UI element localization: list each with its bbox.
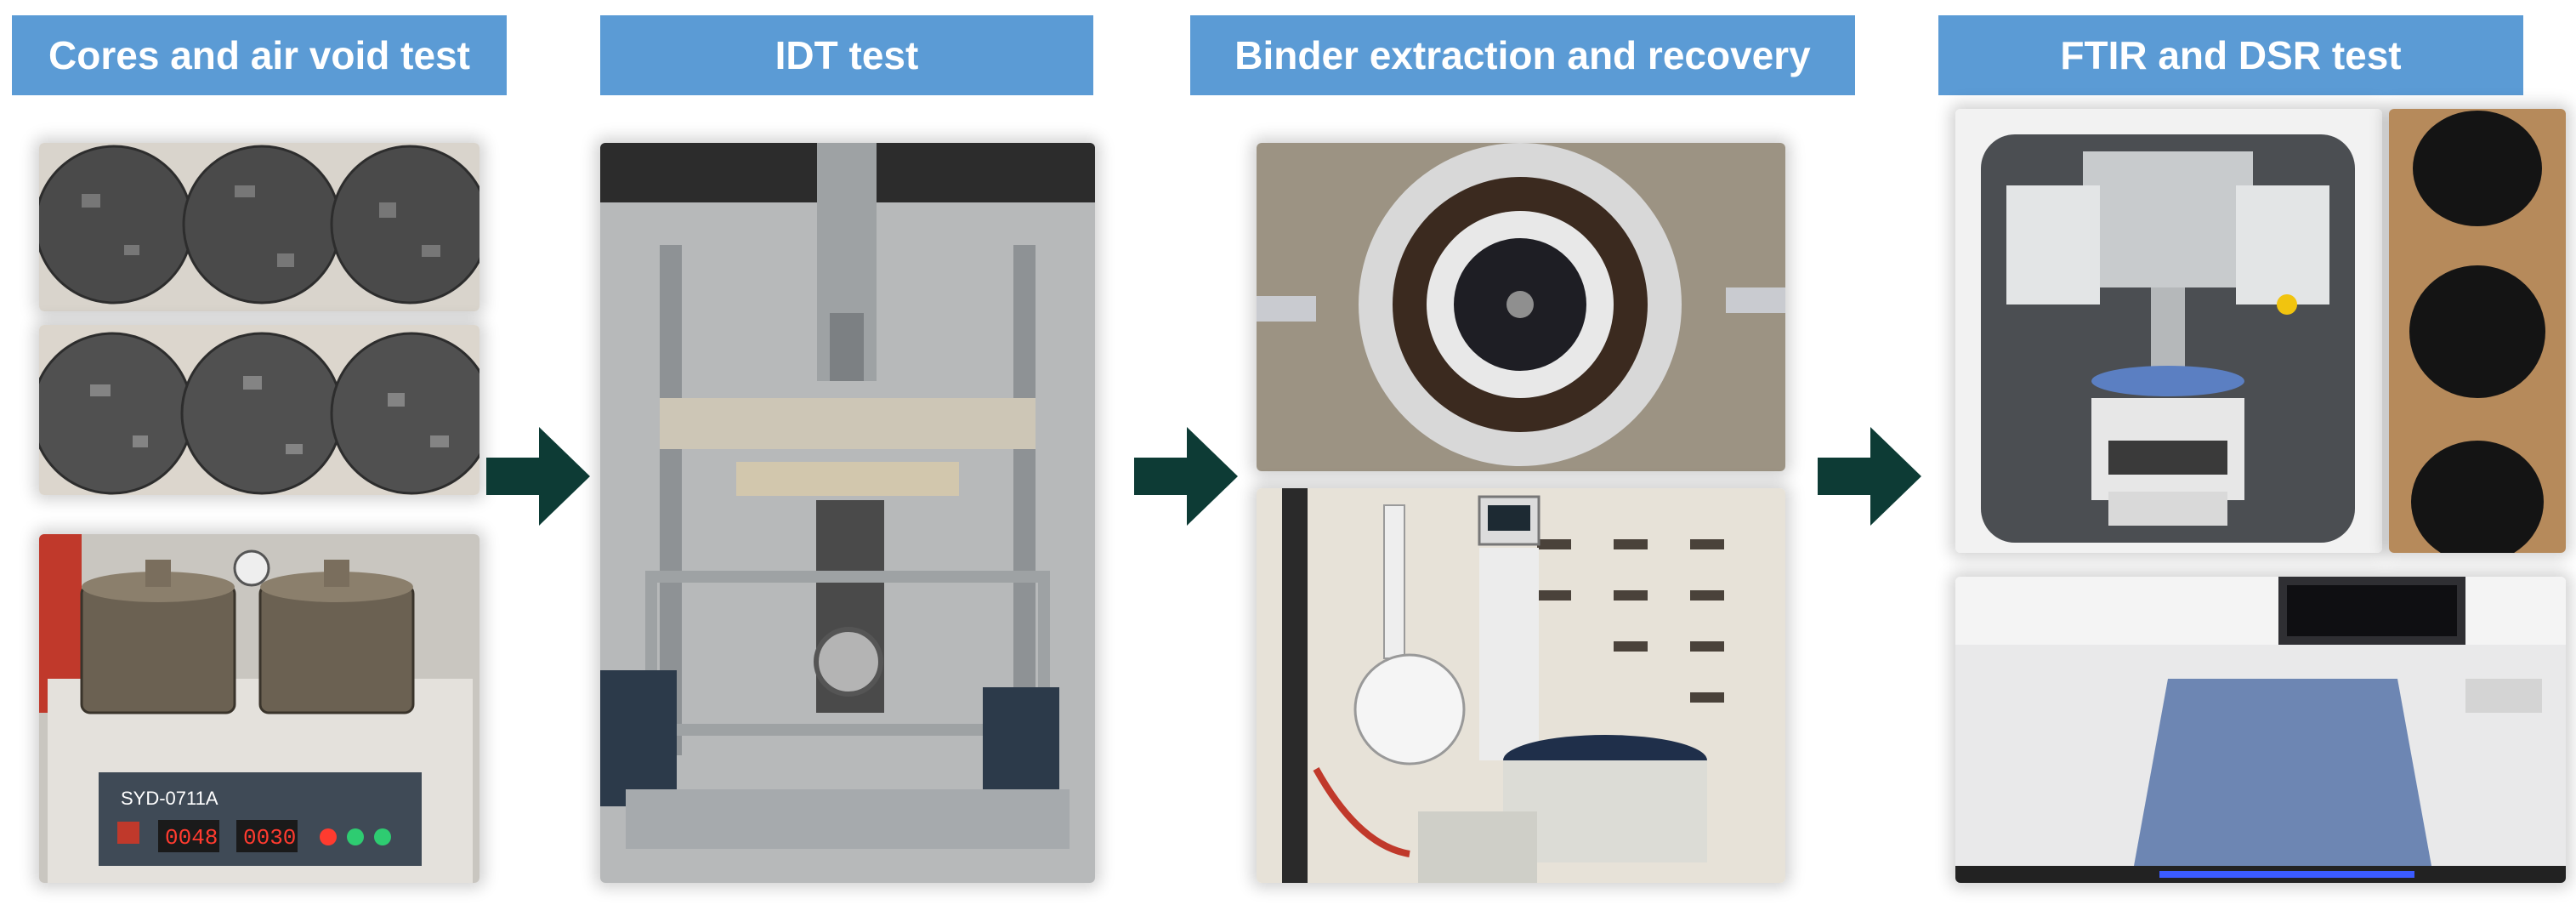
- photo-centrifuge-extractor: [1257, 143, 1785, 471]
- right-arrow-icon: [1134, 427, 1238, 526]
- right-arrow-icon: [486, 427, 590, 526]
- photo-asphalt-cores-bottom: [39, 325, 479, 495]
- stage-title-idt: IDT test: [600, 15, 1093, 95]
- photo-idt-loading-frame: [600, 143, 1095, 883]
- photo-asphalt-cores-top: [39, 143, 479, 311]
- display-left-readout: 0048: [165, 825, 218, 851]
- stage-title-binder: Binder extraction and recovery: [1190, 15, 1855, 95]
- photo-rotary-evaporator: [1257, 488, 1785, 883]
- photo-ftir-spectrometer: [1955, 577, 2566, 883]
- right-arrow-icon: [1818, 427, 1921, 526]
- display-right-readout: 0030: [243, 825, 296, 851]
- photo-dsr-rheometer: [1955, 109, 2382, 553]
- stage-title-cores: Cores and air void test: [12, 15, 507, 95]
- photo-vacuum-sealer: SYD-0711A 0048 0030: [39, 534, 479, 883]
- photo-binder-samples: [2389, 109, 2566, 553]
- stage-title-ftir-dsr: FTIR and DSR test: [1938, 15, 2523, 95]
- device-model-label: SYD-0711A: [121, 788, 218, 809]
